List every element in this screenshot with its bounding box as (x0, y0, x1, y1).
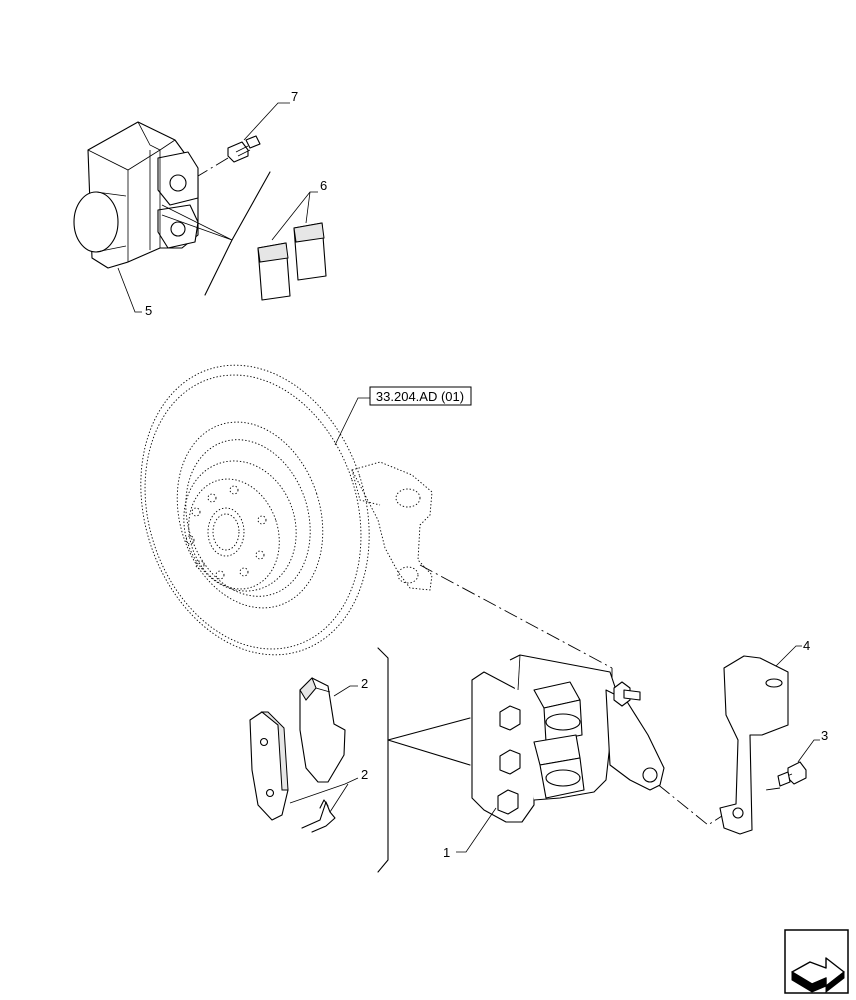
callout-2a: 2 (361, 676, 368, 691)
bolt-part-3 (777, 761, 807, 787)
spring-clip (301, 799, 336, 833)
caliper-part-1 (471, 654, 665, 823)
reference-link[interactable]: 33.204.AD (01) (369, 386, 472, 406)
reference-label[interactable]: 33.204.AD (01) (376, 389, 464, 404)
callout-3: 3 (821, 728, 828, 743)
steering-knuckle (351, 461, 433, 591)
caliper-housing-part-5 (73, 121, 199, 269)
next-page-arrow-icon[interactable] (784, 929, 849, 994)
callout-1: 1 (443, 845, 450, 860)
brake-pad-outer-part-2 (249, 711, 289, 821)
callout-4: 4 (803, 638, 810, 653)
bracket-part-4 (719, 655, 789, 835)
callout-2b: 2 (361, 767, 368, 782)
brake-pad-inner-part-2 (299, 677, 346, 783)
caliper-bolts (497, 705, 521, 815)
callout-7: 7 (291, 89, 298, 104)
disc-bolt-holes (185, 485, 267, 580)
callout-6: 6 (320, 178, 327, 193)
bolt-part-7 (227, 135, 261, 163)
brake-disc-assembly (140, 364, 370, 656)
brake-pads-part-6 (257, 222, 327, 301)
callout-5: 5 (145, 303, 152, 318)
